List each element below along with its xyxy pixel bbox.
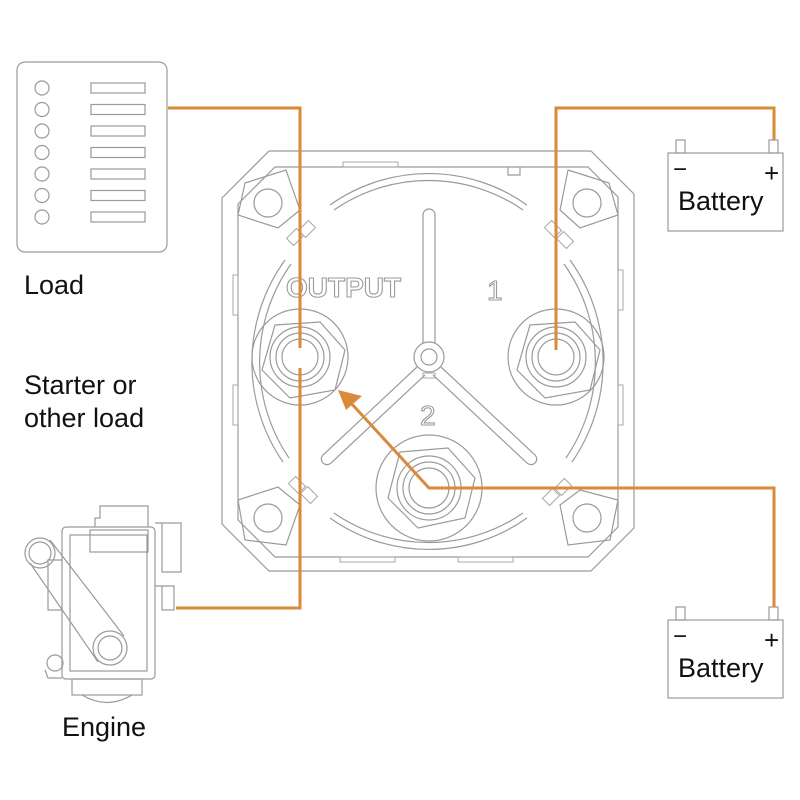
load-panel-frame xyxy=(16,61,168,253)
battery-bottom-case xyxy=(667,619,784,699)
mount-hole-icon xyxy=(253,188,283,218)
load-indicator-light-icon xyxy=(34,101,50,118)
corner-mount-top-left xyxy=(237,169,301,229)
battery-top-positive-sign: + xyxy=(764,158,779,188)
load-circuit-bar xyxy=(90,103,146,116)
wire-battery2-to-terminal2 xyxy=(348,400,776,607)
selector-hub xyxy=(413,341,445,373)
selector-arm-up xyxy=(422,208,436,343)
battery-switch: OUTPUT 1 2 xyxy=(221,150,635,572)
terminal-2-label: 2 xyxy=(420,400,436,431)
wire-battery1-to-terminal1 xyxy=(554,106,776,350)
load-label: Load xyxy=(24,270,84,300)
battery-top-positive-post xyxy=(768,139,779,154)
battery-top: − + Battery xyxy=(667,139,784,232)
load-indicator-light-icon xyxy=(34,209,50,225)
wire-output-to-engine xyxy=(176,368,302,610)
load-circuit-bar xyxy=(90,146,146,159)
switch-outer-frame xyxy=(221,150,635,572)
corner-mount-bottom-right xyxy=(559,489,619,546)
output-terminal-label: OUTPUT xyxy=(286,272,401,303)
load-circuit-bar xyxy=(90,168,146,180)
engine-label: Engine xyxy=(62,712,146,742)
starter-label-line1: Starter or xyxy=(24,370,137,400)
mount-hole-icon xyxy=(572,188,602,218)
battery-top-negative-sign: − xyxy=(673,156,687,183)
load-indicator-light-icon xyxy=(34,144,50,161)
switch-inner-frame xyxy=(237,166,619,558)
load-indicator-light-icon xyxy=(34,166,50,182)
load-circuit-bar xyxy=(90,125,146,137)
wire-load-to-output xyxy=(168,106,302,348)
battery-top-negative-post xyxy=(675,139,686,154)
load-indicator-rows xyxy=(34,80,146,225)
battery-top-label: Battery xyxy=(678,186,764,216)
battery-bottom-label: Battery xyxy=(678,653,764,683)
load-indicator-light-icon xyxy=(34,80,50,96)
engine-icon xyxy=(24,505,182,704)
terminal-1-label: 1 xyxy=(487,275,503,306)
selector-arm-left xyxy=(320,366,426,466)
starter-label-line2: other load xyxy=(24,403,144,433)
mount-hole-icon xyxy=(253,503,283,533)
load-panel xyxy=(16,61,168,253)
battery-bottom: − + Battery xyxy=(667,606,784,699)
load-circuit-bar xyxy=(90,82,146,94)
battery-bottom-negative-post xyxy=(675,606,686,621)
arrow-head-icon xyxy=(338,390,362,410)
mount-hole-icon xyxy=(572,503,602,533)
battery-bottom-negative-sign: − xyxy=(673,623,687,650)
corner-mount-top-right xyxy=(559,169,619,229)
corner-mount-bottom-left xyxy=(237,486,301,546)
selector-arm-right xyxy=(432,366,538,466)
load-indicator-light-icon xyxy=(34,187,50,204)
load-circuit-bar xyxy=(90,189,146,202)
battery-bottom-positive-post xyxy=(768,606,779,621)
battery-bottom-positive-sign: + xyxy=(764,625,779,655)
wiring xyxy=(168,106,776,610)
load-indicator-light-icon xyxy=(34,123,50,139)
load-circuit-bar xyxy=(90,211,146,223)
battery-top-case xyxy=(667,152,784,232)
